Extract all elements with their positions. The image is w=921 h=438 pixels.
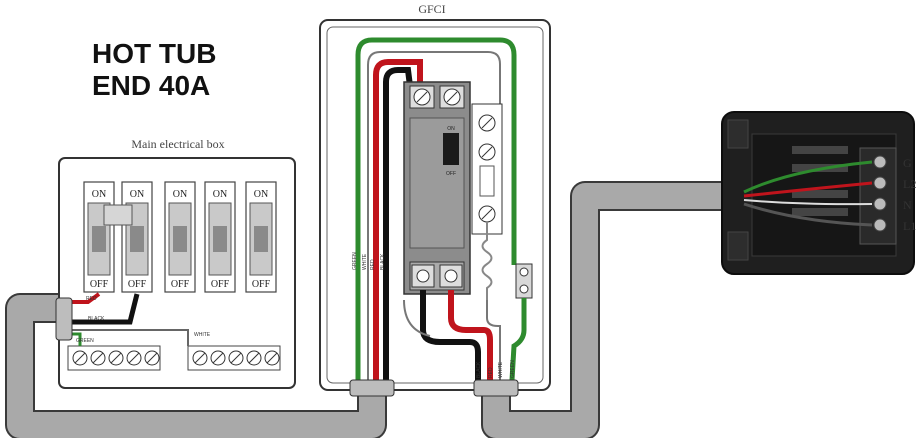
gfci-out-label-2: RED	[488, 367, 494, 378]
breaker-4-on: ON	[213, 189, 227, 200]
gfci-wires-out	[403, 290, 527, 381]
breaker-2-on: ON	[130, 189, 144, 200]
breaker-3-off: OFF	[171, 279, 190, 290]
gfci-switch-on: ON	[447, 126, 455, 132]
ground-bus-bar-right	[187, 345, 281, 371]
wire-label-black: BLACK	[88, 316, 105, 322]
terminal-label-n: N	[903, 198, 912, 212]
breaker-5-off: OFF	[252, 279, 271, 290]
title-line-2: END 40A	[92, 70, 211, 101]
tub-terminal-labels: G L2 N L1	[903, 156, 916, 233]
conduit-main-to-gfci	[5, 293, 387, 438]
gfci-breaker: ON OFF	[403, 81, 471, 295]
gfci-switch-off: OFF	[446, 171, 456, 177]
breaker-2-off: OFF	[128, 279, 147, 290]
breaker-4: ON OFF	[204, 181, 236, 293]
wire-label-white: WHITE	[194, 332, 211, 338]
gfci-conduit-fitting-in	[349, 379, 395, 397]
breaker-1-on: ON	[92, 189, 106, 200]
terminal-label-l2: L2	[903, 177, 916, 191]
wire-label-green: GREEN	[76, 338, 94, 344]
gfci-in-label-4: BLACK	[380, 253, 386, 270]
gfci-neutral-bar	[471, 103, 503, 235]
main-box-label: Main electrical box	[131, 137, 224, 151]
breaker-5: ON OFF	[245, 181, 277, 293]
gfci-conduit-fitting-out	[473, 379, 519, 397]
terminal-label-l1: L1	[903, 219, 916, 233]
terminal-label-g: G	[903, 156, 912, 170]
gfci-in-label-3: RED	[370, 259, 376, 270]
double-pole-tie-bar	[103, 204, 133, 226]
breaker-1: ON OFF	[83, 181, 115, 293]
breaker-5-on: ON	[254, 189, 268, 200]
gfci-out-label-3: WHITE	[498, 361, 504, 378]
breaker-3-on: ON	[173, 189, 187, 200]
gfci-out-label-1: BLACK	[476, 361, 482, 378]
gfci-in-label-1: GREEN	[352, 252, 358, 270]
title-line-1: HOT TUB	[92, 38, 217, 69]
neutral-bus-bar-left	[67, 345, 161, 371]
tub-box-wires	[743, 160, 873, 227]
gfci-wires-in	[355, 37, 517, 380]
gfci-pigtail-coil	[481, 222, 493, 300]
breaker-1-off: OFF	[90, 279, 109, 290]
breaker-2: ON OFF	[121, 181, 153, 293]
gfci-out-labels: BLACK RED WHITE GREEN	[476, 360, 516, 378]
gfci-ground-connector	[515, 263, 533, 299]
main-box-conduit-fitting	[55, 297, 73, 341]
conduit-gfci-to-tub	[481, 181, 740, 438]
diagram-title: HOT TUB END 40A	[92, 38, 216, 102]
breaker-3: ON OFF	[164, 181, 196, 293]
gfci-in-labels: GREEN WHITE RED BLACK	[352, 252, 386, 270]
gfci-label: GFCI	[418, 2, 445, 16]
gfci-out-label-4: GREEN	[510, 360, 516, 378]
hot-tub-control-box	[721, 111, 915, 275]
breaker-4-off: OFF	[211, 279, 230, 290]
main-box-wires: RED BLACK GREEN WHITE	[72, 292, 211, 346]
wire-label-red: RED	[86, 296, 97, 302]
gfci-in-label-2: WHITE	[362, 253, 368, 270]
